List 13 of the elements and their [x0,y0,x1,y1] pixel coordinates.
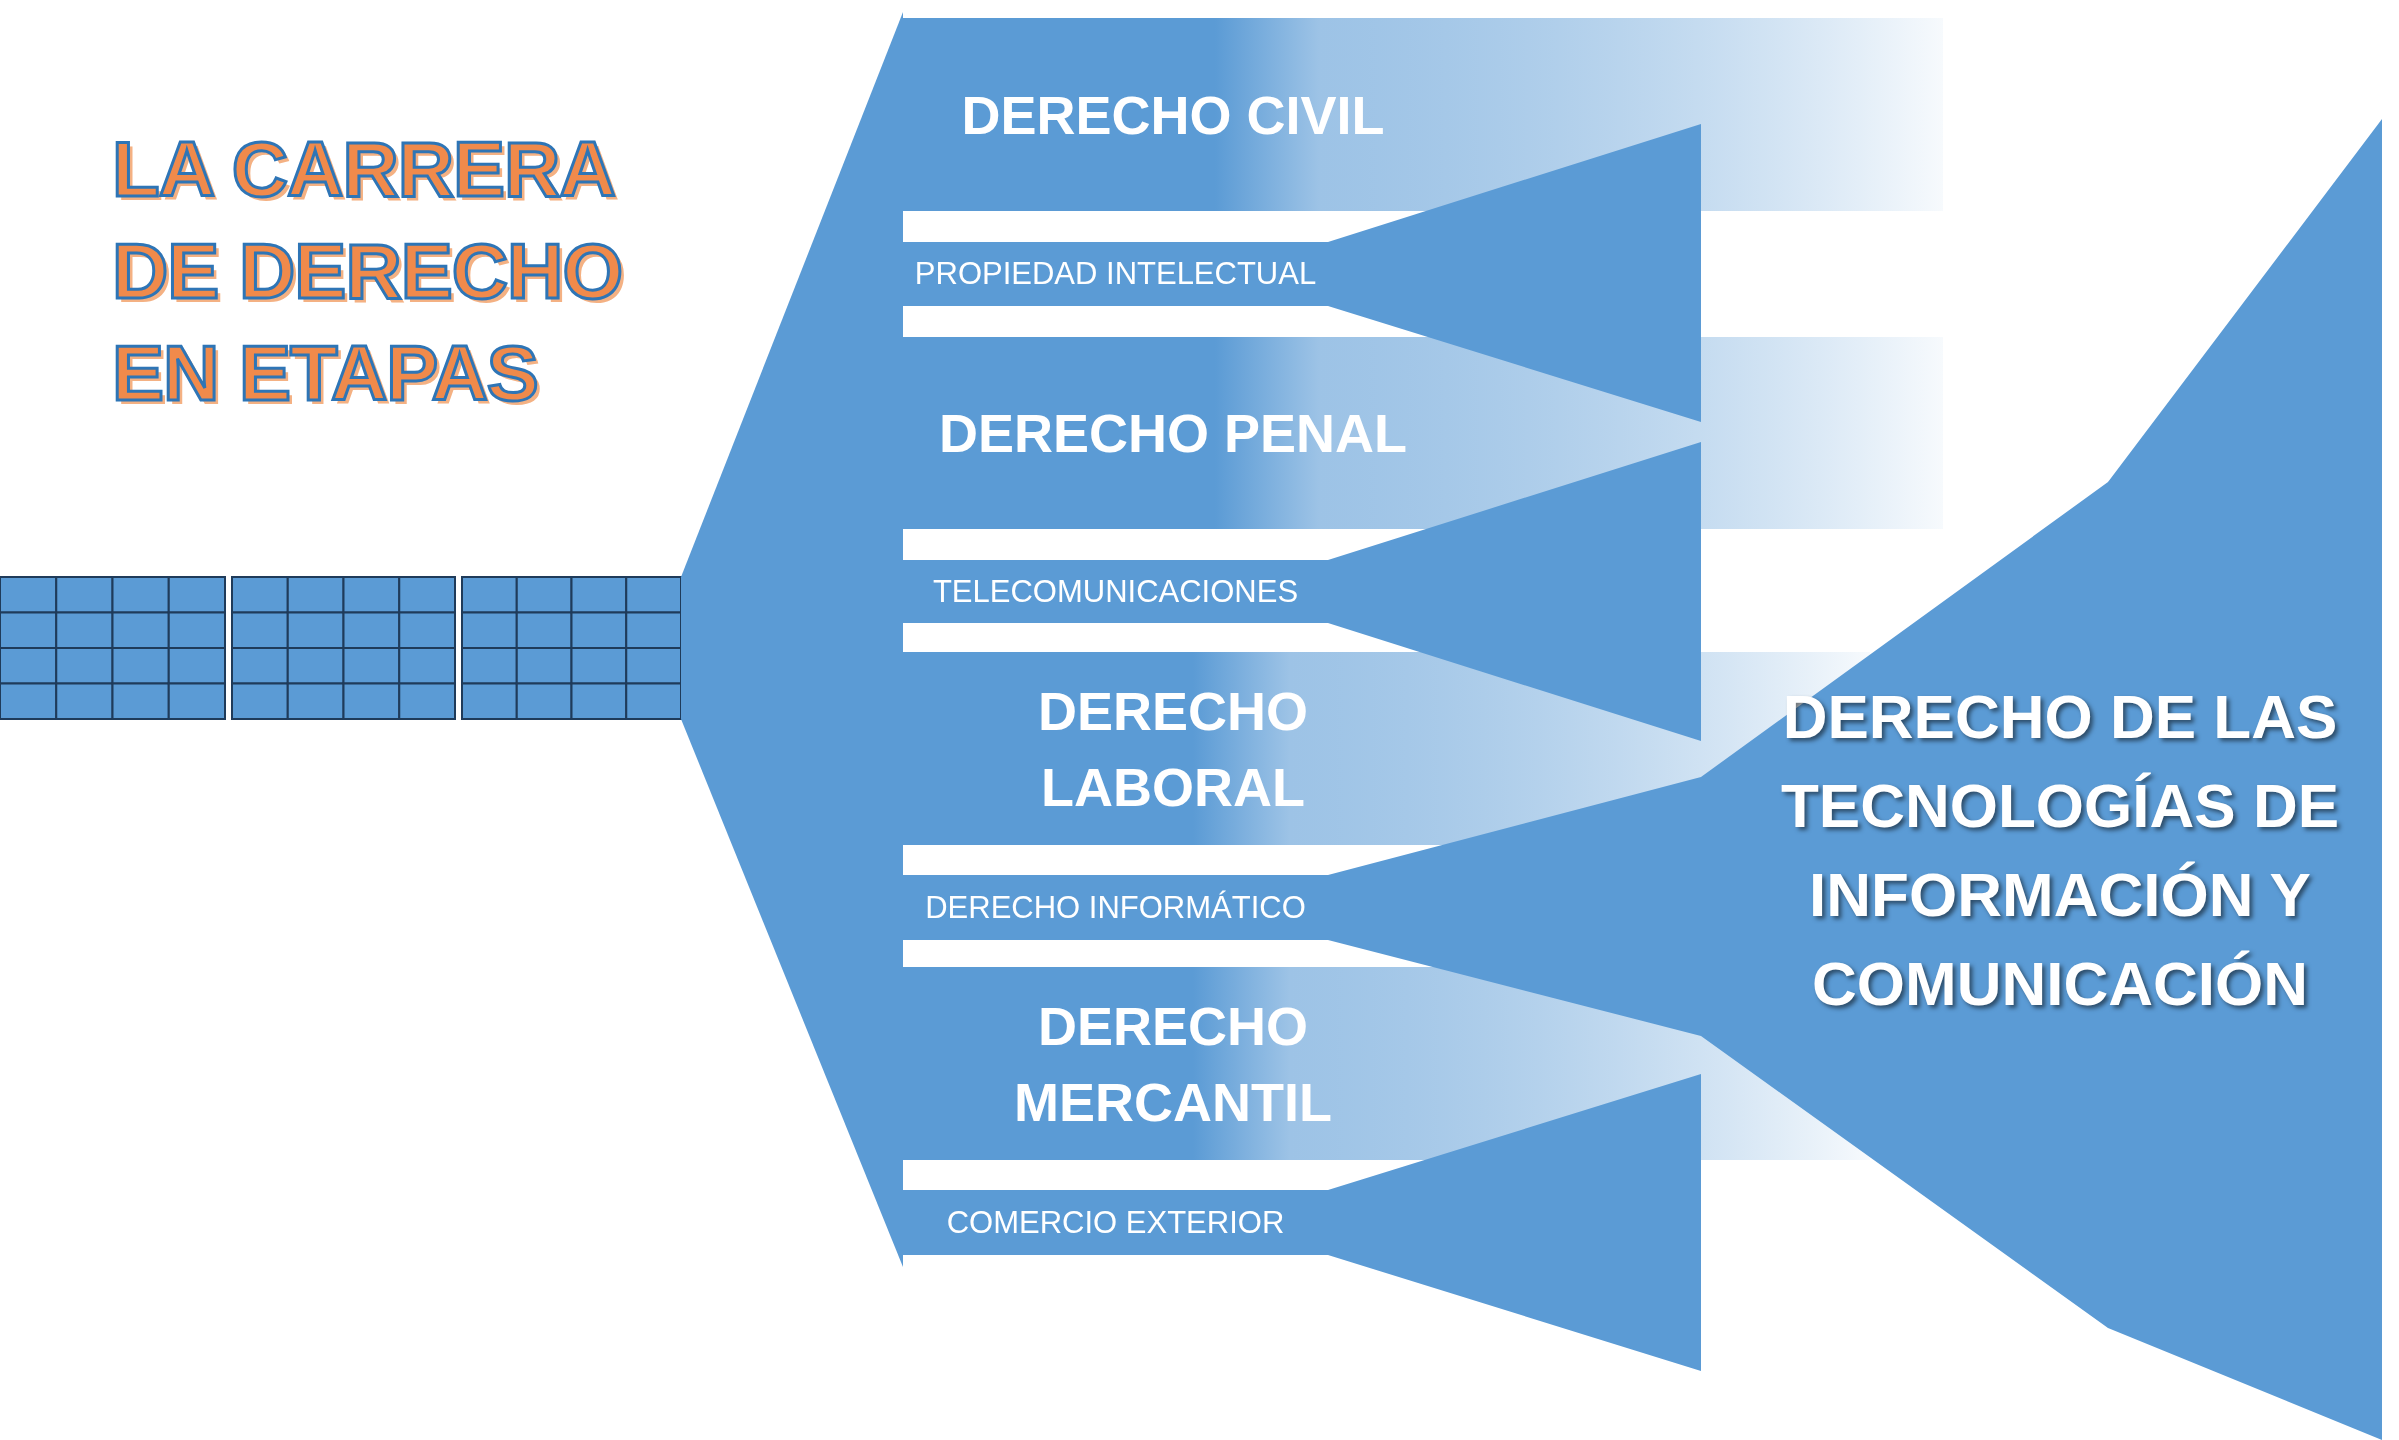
band-label: COMERCIO EXTERIOR [946,1203,1285,1242]
band-label: DERECHO PENAL [938,402,1407,465]
band-panel [903,18,1943,211]
band-panel [903,875,1328,940]
band-label: DERECHO LABORAL [1037,679,1309,819]
band-label: PROPIEDAD INTELECTUAL [914,255,1317,293]
band-label: DERECHO CIVIL [961,83,1385,147]
band-panel [903,1074,1701,1371]
band-label: DERECHO INFORMÁTICO [925,888,1306,927]
title: LA CARRERA DE DERECHO EN ETAPAS [112,124,624,419]
band-label: DERECHO DE LAS TECNOLOGÍAS DE INFORMACIÓN Y COMUNICACIÓN [1780,681,2340,1020]
band-label: TELECOMUNICACIONES [932,572,1299,611]
band-label: DERECHO MERCANTIL [1013,994,1333,1134]
